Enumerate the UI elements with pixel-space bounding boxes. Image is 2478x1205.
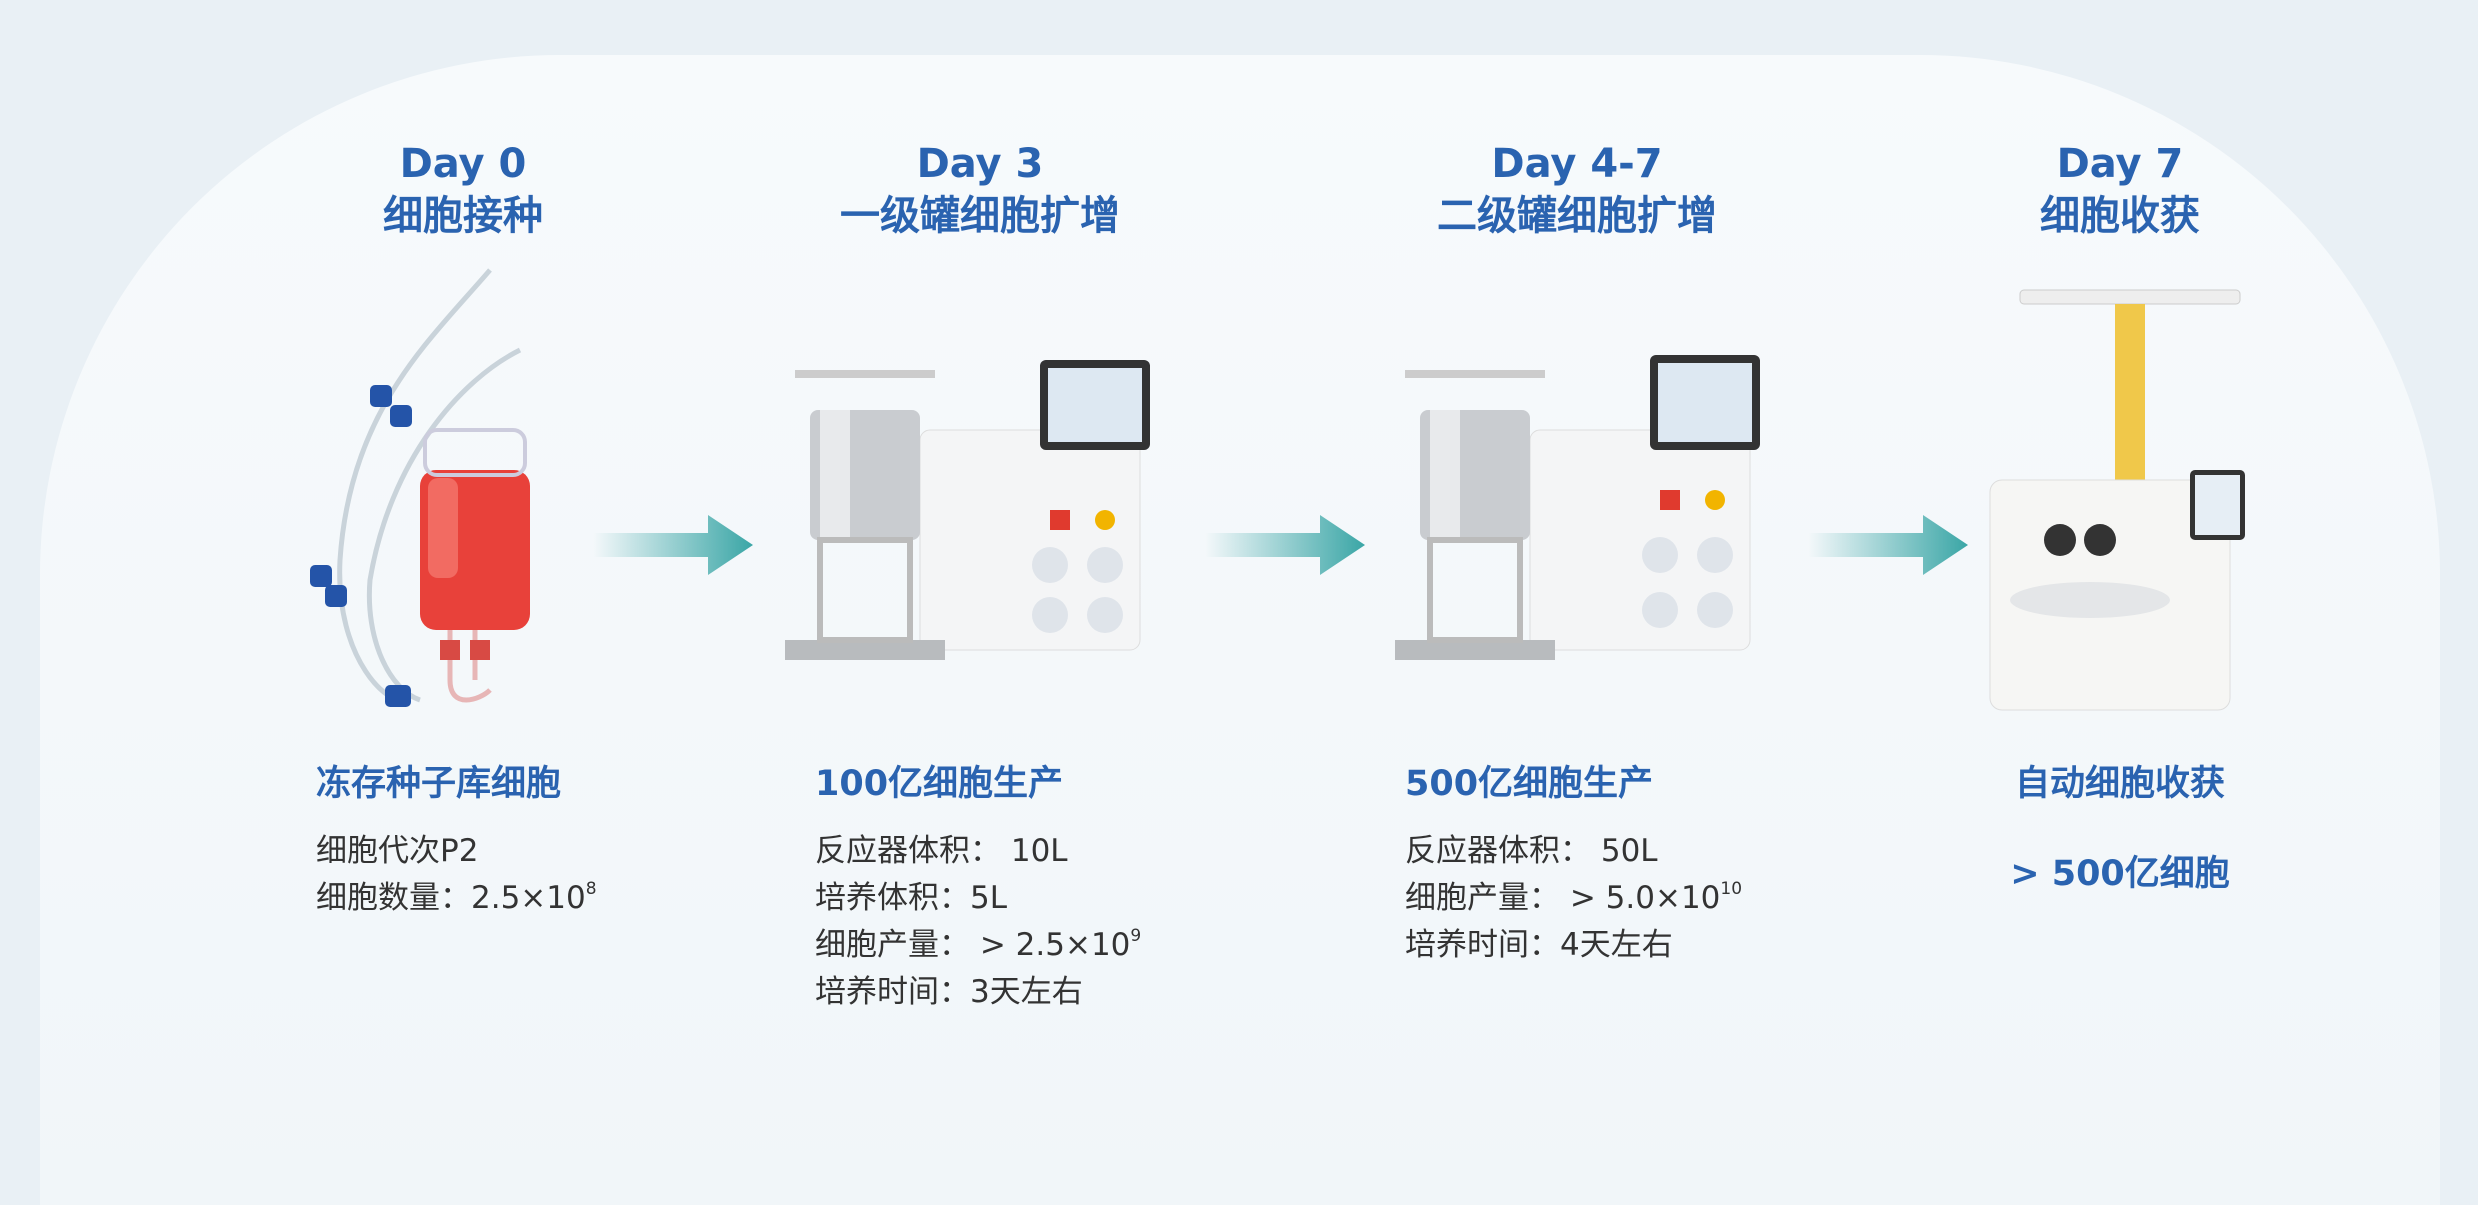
- cell-harvester-icon: [1989, 289, 2245, 711]
- flow-arrow-icon: [1205, 515, 1365, 575]
- detail-line: 培养体积：5L: [815, 880, 1007, 916]
- stage-0-subtitle: 冻存种子库细胞: [316, 764, 562, 804]
- detail-line: 培养时间：4天左右: [1405, 927, 1673, 963]
- stage-day: Day 0: [399, 141, 527, 187]
- stage-day: Day 4-7: [1491, 141, 1663, 187]
- flow-arrow-icon: [1808, 515, 1968, 575]
- stage-2-header: Day 4-7 二级罐细胞扩增: [1277, 138, 1877, 242]
- stage-day: Day 3: [916, 141, 1044, 187]
- detail-line: 反应器体积： 10L: [815, 833, 1068, 869]
- stage-0-header: Day 0 细胞接种: [163, 138, 763, 242]
- detail-line: 反应器体积： 50L: [1405, 833, 1658, 869]
- stage-title: 细胞接种: [383, 193, 543, 239]
- detail-line: 细胞数量：2.5×108: [316, 879, 597, 916]
- stage-2-details: 反应器体积： 50L 细胞产量： > 5.0×1010 培养时间：4天左右: [1405, 828, 1742, 969]
- stage-title: 二级罐细胞扩增: [1437, 193, 1717, 239]
- stage-title: 细胞收获: [2040, 193, 2200, 239]
- blood-bag-icon: [310, 268, 530, 707]
- bioreactor-50l-icon: [1395, 355, 1760, 660]
- stage-2-subtitle: 500亿细胞生产: [1405, 764, 1654, 804]
- detail-line: 细胞产量： > 5.0×1010: [1405, 879, 1743, 916]
- detail-line: 细胞产量： > 2.5×109: [815, 926, 1142, 963]
- stage-title: 一级罐细胞扩增: [840, 193, 1120, 239]
- stage-0-details: 细胞代次P2 细胞数量：2.5×108: [316, 828, 597, 922]
- stage-1-subtitle: 100亿细胞生产: [815, 764, 1064, 804]
- flow-arrow-icon: [593, 515, 753, 575]
- stage-day: Day 7: [2056, 141, 2184, 187]
- detail-line: 细胞代次P2: [316, 833, 479, 869]
- stage-3-subtitle: 自动细胞收获: [2014, 764, 2225, 804]
- stage-3-header: Day 7 细胞收获: [1820, 138, 2420, 242]
- bioreactor-10l-icon: [785, 360, 1150, 660]
- stage-1-details: 反应器体积： 10L 培养体积：5L 细胞产量： > 2.5×109 培养时间：…: [815, 828, 1141, 1016]
- stage-1-header: Day 3 一级罐细胞扩增: [680, 138, 1280, 242]
- detail-line: 培养时间：3天左右: [815, 974, 1083, 1010]
- stage-3-yield: > 500亿细胞: [2010, 854, 2230, 894]
